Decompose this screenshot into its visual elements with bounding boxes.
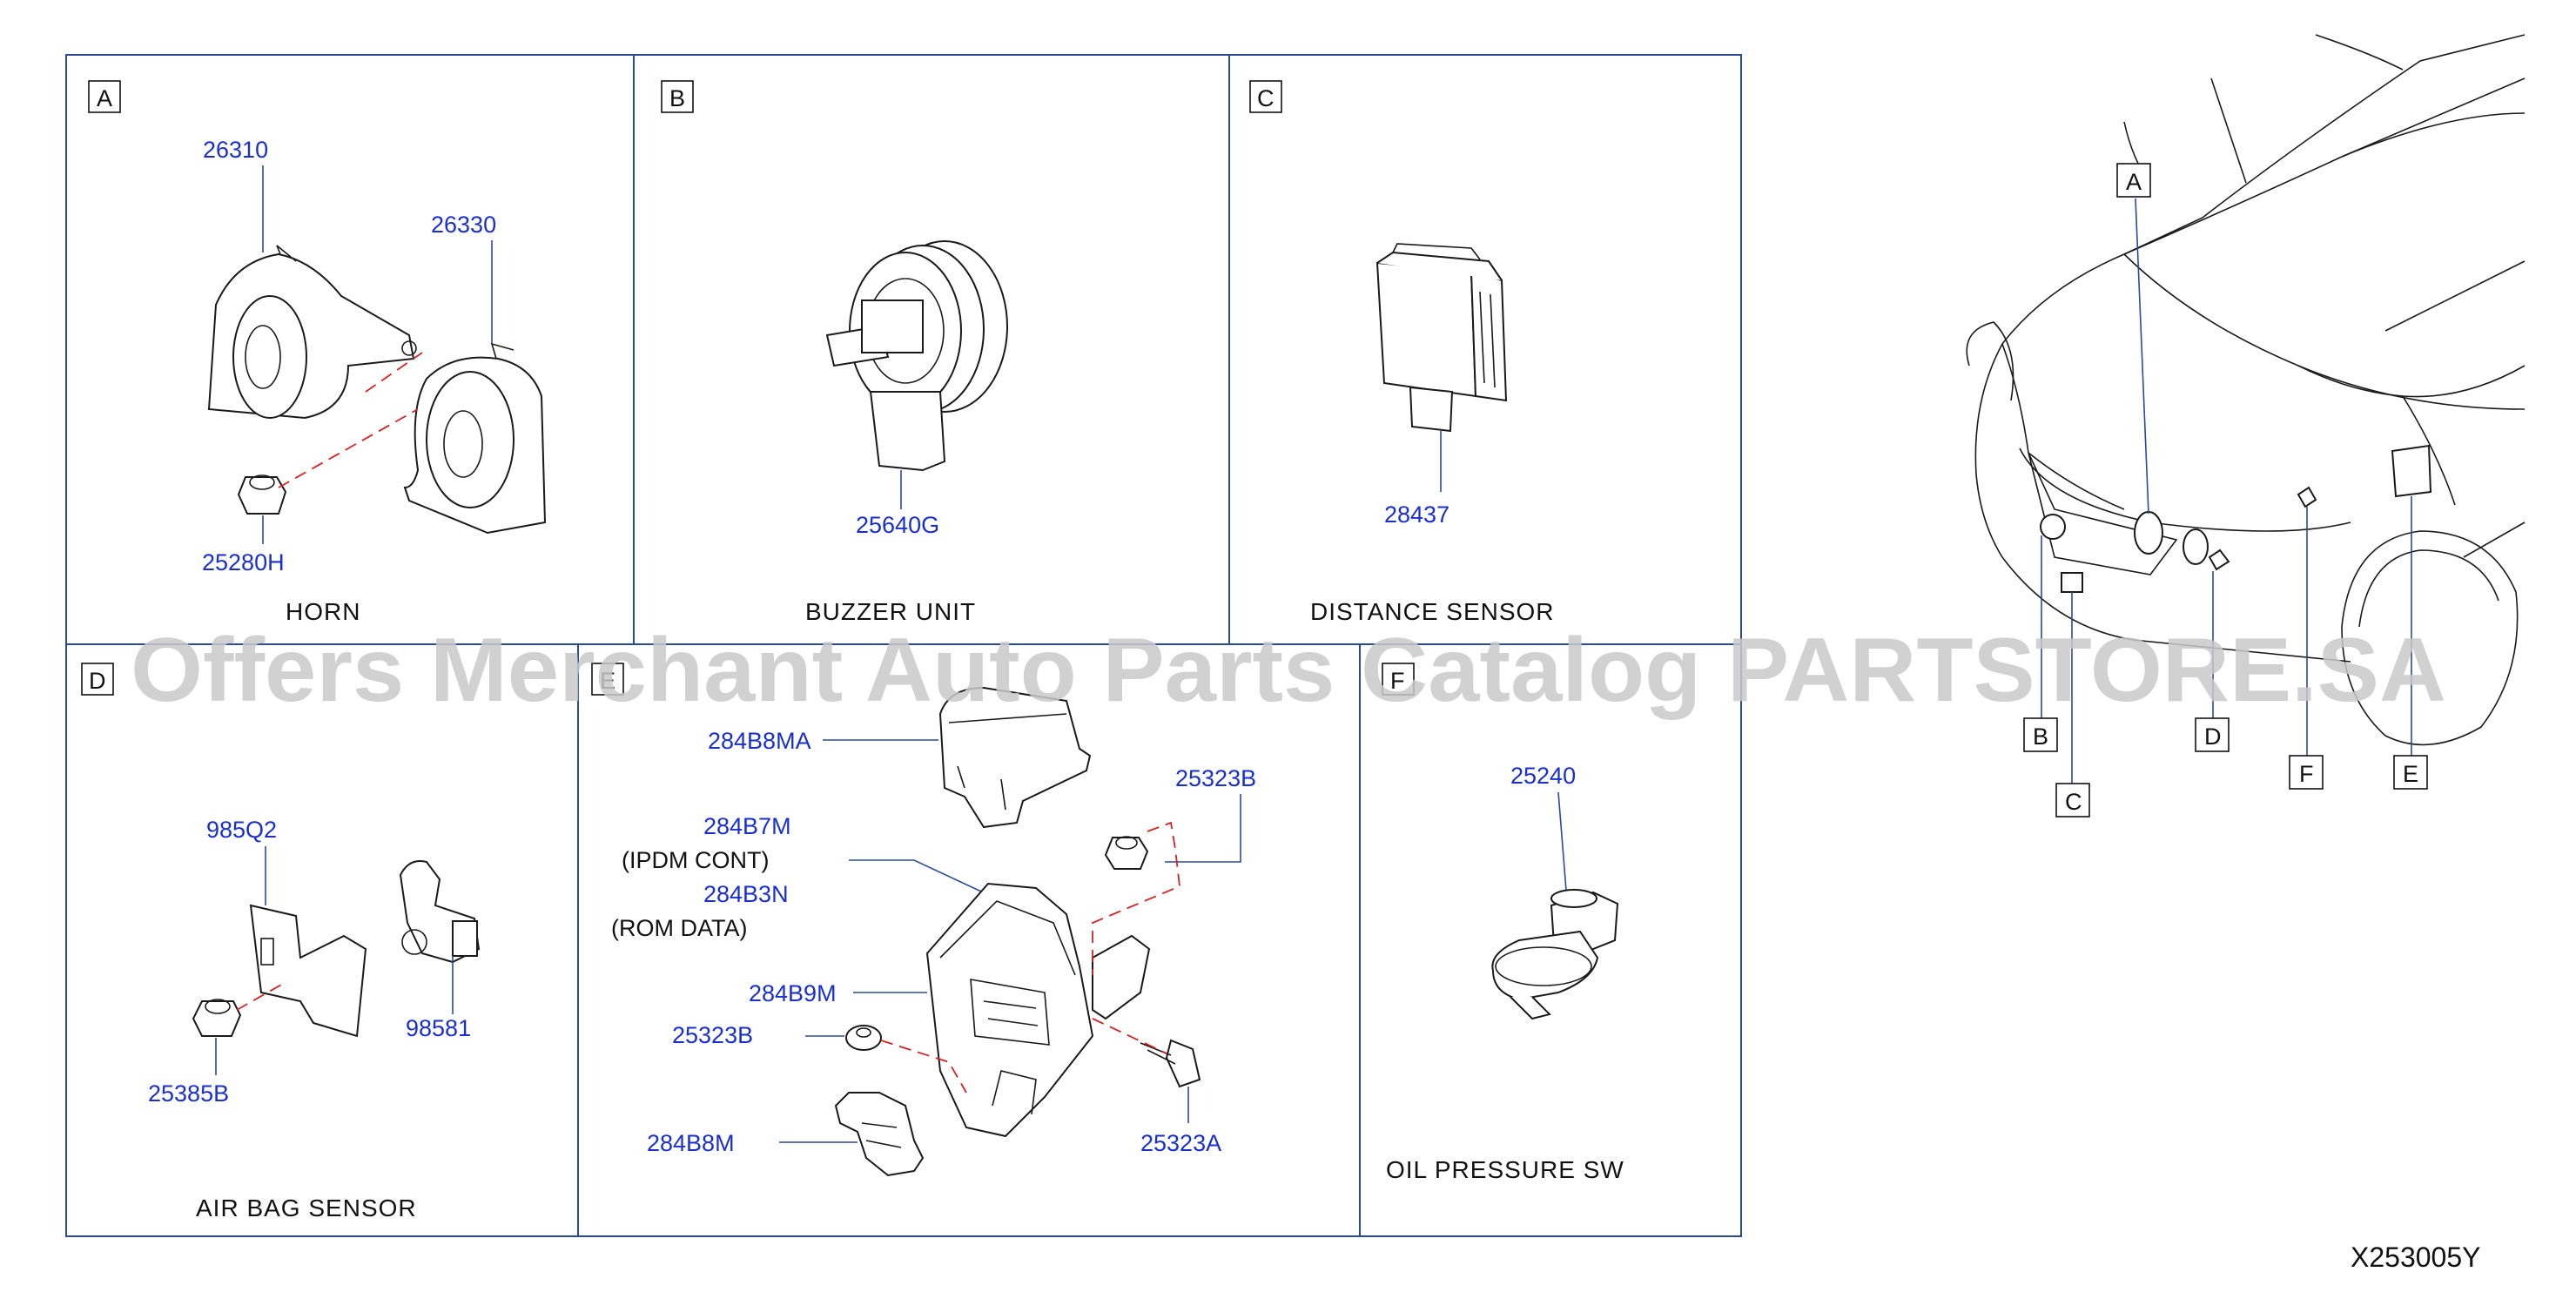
locator-label-b: B — [2033, 723, 2048, 750]
part-number-284b3n[interactable]: 284B3N — [703, 881, 789, 907]
car-outline-illustration — [1966, 34, 2526, 746]
diagram-code: X253005Y — [2351, 1242, 2480, 1273]
panel-ipdm: E 284B8MA 284B7M (IPDM CONT) 284B3N (ROM… — [591, 663, 1256, 1177]
part-number-26330[interactable]: 26330 — [431, 212, 496, 238]
vehicle-locator: A B C D F E — [1966, 34, 2526, 818]
part-number-25280h[interactable]: 25280H — [202, 549, 285, 575]
part-number-25323b-lower[interactable]: 25323B — [672, 1022, 753, 1048]
panel-tag-f: F — [1390, 668, 1405, 694]
panel-tag-d: D — [89, 668, 106, 694]
locator-label-f: F — [2299, 761, 2314, 787]
panel-oil-pressure-sw: F 25240 OIL PRESSURE SW — [1382, 663, 1624, 1183]
panel-horn: A 26310 26330 25280H HORN — [88, 80, 547, 625]
part-number-284b8ma[interactable]: 284B8MA — [708, 728, 811, 754]
bracket-985q2-illustration — [249, 904, 367, 1038]
ipdm-unit-illustration — [925, 882, 1151, 1138]
nut-25323b-top-icon — [1104, 836, 1149, 870]
panel-buzzer-unit: B 25640G BUZZER UNIT — [661, 80, 1008, 625]
panel-tag-b: B — [669, 85, 685, 111]
part-number-25640g[interactable]: 25640G — [856, 512, 939, 538]
watermark: Offers Merchant Auto Parts Catalog PARTS… — [131, 620, 2446, 721]
locator-label-d: D — [2204, 723, 2222, 750]
oil-pressure-switch-illustration — [1491, 889, 1619, 1020]
bracket-284b8m-illustration — [834, 1092, 925, 1177]
panel-tag-c: C — [1257, 85, 1275, 111]
panel-tag-e: E — [600, 668, 615, 694]
panel-air-bag-sensor: D 985Q2 98581 25385B AIR BAG SENSOR — [81, 663, 481, 1221]
bolt-25323a-icon — [1140, 1039, 1201, 1088]
locator-label-a: A — [2126, 169, 2142, 195]
buzzer-illustration — [825, 240, 1008, 472]
ipdm-cover-illustration — [938, 686, 1092, 829]
part-number-25240[interactable]: 25240 — [1510, 763, 1576, 789]
nut-25280h-icon — [237, 474, 287, 515]
panel-distance-sensor: C 28437 DISTANCE SENSOR — [1249, 80, 1555, 625]
part-number-284b9m[interactable]: 284B9M — [749, 980, 837, 1006]
distance-sensor-illustration — [1375, 243, 1508, 433]
panel-caption-oil-pressure-sw: OIL PRESSURE SW — [1386, 1156, 1624, 1183]
part-number-284b8m[interactable]: 284B8M — [647, 1130, 735, 1156]
part-number-985q2[interactable]: 985Q2 — [206, 817, 277, 843]
part-number-25385b[interactable]: 25385B — [148, 1080, 229, 1107]
label-ipdm-cont: (IPDM CONT) — [622, 847, 769, 873]
label-rom-data: (ROM DATA) — [611, 915, 747, 941]
horn-illustration-2 — [403, 342, 547, 535]
panel-caption-buzzer-unit: BUZZER UNIT — [805, 598, 976, 625]
panel-caption-air-bag-sensor: AIR BAG SENSOR — [196, 1194, 417, 1221]
panel-caption-distance-sensor: DISTANCE SENSOR — [1310, 598, 1555, 625]
panel-caption-horn: HORN — [286, 598, 360, 625]
horn-illustration-1 — [207, 245, 417, 420]
panel-grid — [65, 54, 1742, 1237]
locator-label-c: C — [2065, 789, 2082, 815]
locator-label-e: E — [2403, 761, 2418, 787]
panel-tag-a: A — [97, 85, 112, 111]
air-bag-sensor-illustration — [399, 860, 481, 964]
part-number-28437[interactable]: 28437 — [1384, 501, 1449, 528]
part-number-25323b-top[interactable]: 25323B — [1175, 765, 1256, 791]
part-number-26310[interactable]: 26310 — [203, 137, 268, 163]
locator-component-marks — [2040, 444, 2432, 593]
nut-25385b-icon — [192, 999, 242, 1037]
part-number-98581[interactable]: 98581 — [406, 1015, 471, 1041]
washer-25323b-lower-icon — [845, 1025, 882, 1051]
part-number-25323a[interactable]: 25323A — [1140, 1130, 1221, 1156]
part-number-284b7m[interactable]: 284B7M — [703, 813, 791, 839]
